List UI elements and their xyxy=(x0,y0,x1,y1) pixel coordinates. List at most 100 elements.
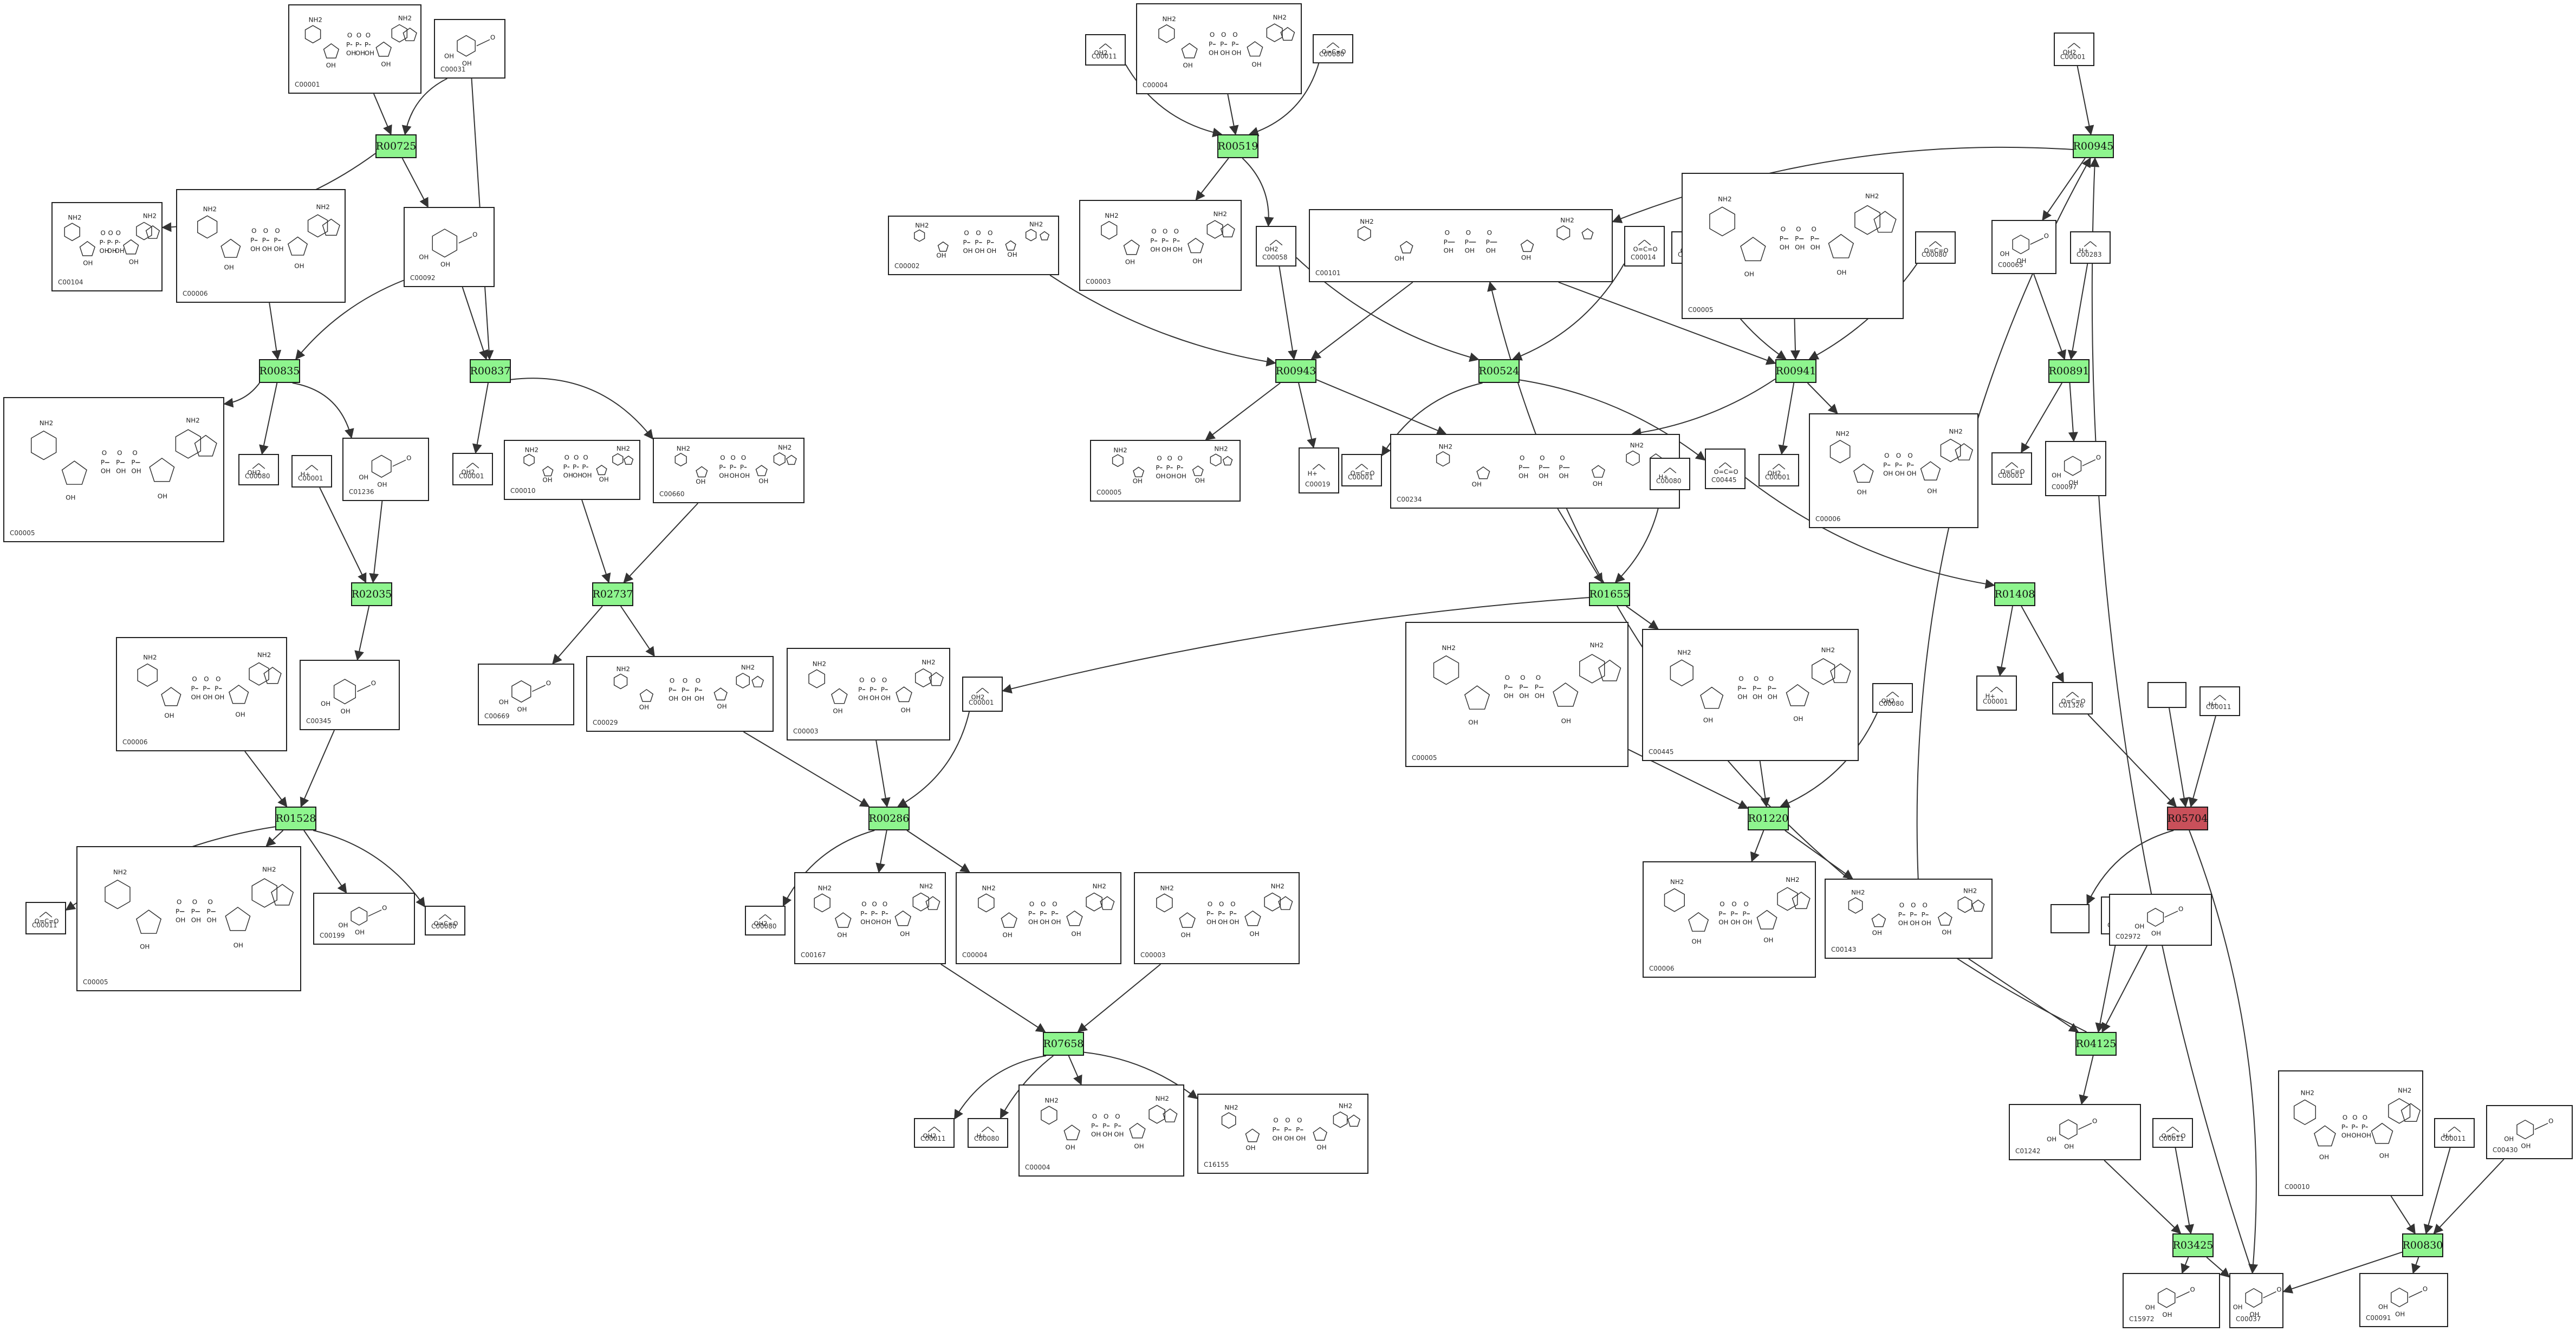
svg-text:P: P xyxy=(1272,1126,1276,1134)
reaction-r01655[interactable]: R01655 xyxy=(1589,582,1630,606)
reaction-r01528[interactable]: R01528 xyxy=(275,807,316,830)
reaction-r00519[interactable]: R00519 xyxy=(1217,134,1258,158)
reaction-r01408[interactable]: R01408 xyxy=(1994,582,2035,606)
compound-unlabeled[interactable] xyxy=(2051,904,2090,933)
reaction-r00524[interactable]: R00524 xyxy=(1478,359,1520,383)
compound-c00001[interactable]: H+C00001 xyxy=(1976,675,2017,711)
svg-text:OH: OH xyxy=(1906,470,1916,477)
svg-text:OH2: OH2 xyxy=(1094,49,1108,56)
reaction-r00286[interactable]: R00286 xyxy=(868,807,910,830)
compound-c00080[interactable]: H+C00080 xyxy=(1650,458,1690,490)
reaction-r00943[interactable]: R00943 xyxy=(1275,359,1316,383)
compound-c00011[interactable]: H+C00011 xyxy=(2199,686,2240,716)
svg-text:O: O xyxy=(1297,1116,1302,1124)
reaction-r04125[interactable]: R04125 xyxy=(2075,1032,2117,1056)
reaction-r00945[interactable]: R00945 xyxy=(2073,134,2114,158)
compound-c00283[interactable]: H+C00283 xyxy=(2070,231,2111,264)
reaction-edge xyxy=(2021,606,2064,683)
svg-text:P: P xyxy=(1486,238,1490,246)
reaction-r00837[interactable]: R00837 xyxy=(470,359,511,383)
reaction-r02035[interactable]: R02035 xyxy=(351,582,392,606)
reaction-r05704[interactable]: R05704 xyxy=(2167,807,2208,830)
reaction-r00941[interactable]: R00941 xyxy=(1775,359,1816,383)
reaction-r01220[interactable]: R01220 xyxy=(1748,807,1789,830)
compound-c00080[interactable]: H+C00080 xyxy=(968,1118,1008,1148)
compound-c00011[interactable]: H+C00011 xyxy=(2434,1118,2475,1148)
reaction-r00891[interactable]: R00891 xyxy=(2048,359,2090,383)
compound-c00019[interactable]: H+C00019 xyxy=(1299,447,1339,493)
reaction-r03425[interactable]: R03425 xyxy=(2172,1233,2214,1257)
reaction-r00830[interactable]: R00830 xyxy=(2402,1233,2443,1257)
reaction-r00835[interactable]: R00835 xyxy=(259,359,300,383)
compound-unlabeled[interactable] xyxy=(2147,682,2186,708)
svg-text:O: O xyxy=(720,454,725,462)
reaction-r07658[interactable]: R07658 xyxy=(1043,1032,1084,1056)
compound-c00001[interactable]: H+C00001 xyxy=(291,455,332,488)
reaction-r02737[interactable]: R02737 xyxy=(592,582,633,606)
reaction-r00725[interactable]: R00725 xyxy=(375,134,417,158)
